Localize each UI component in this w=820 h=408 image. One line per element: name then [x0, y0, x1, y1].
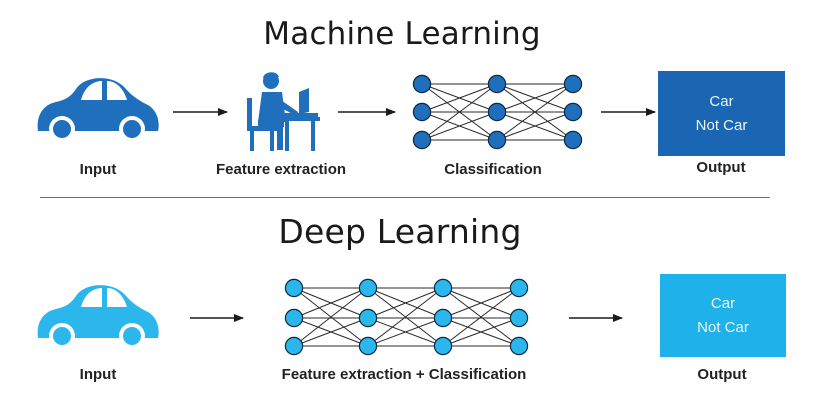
network-node: [358, 278, 378, 298]
network-node: [284, 278, 304, 298]
dl-output-rect: [660, 274, 786, 357]
network-node: [412, 102, 432, 122]
dl-output-label: Output: [697, 366, 747, 383]
network-node: [433, 336, 453, 356]
section-divider: [40, 197, 770, 198]
ml-person-at-desk-icon: [247, 72, 320, 151]
network-node: [284, 308, 304, 328]
network-node: [563, 130, 583, 150]
network-node: [487, 102, 507, 122]
dl-car-icon: [37, 285, 159, 349]
ml-output-car: Car: [709, 92, 734, 110]
ml-feature-label: Feature extraction: [215, 161, 347, 178]
dl-neural-network-icon: [284, 278, 529, 356]
ml-output-label: Output: [696, 159, 746, 176]
dl-title: Deep Learning: [278, 212, 522, 251]
network-node: [509, 308, 529, 328]
ml-output-box: Car Not Car: [658, 71, 785, 156]
network-node: [509, 336, 529, 356]
ml-input-label: Input: [79, 161, 117, 178]
dl-output-not-car: Not Car: [697, 318, 749, 336]
network-node: [487, 74, 507, 94]
network-node: [358, 336, 378, 356]
network-node: [509, 278, 529, 298]
network-node: [487, 130, 507, 150]
network-node: [412, 74, 432, 94]
network-node: [358, 308, 378, 328]
network-node: [284, 336, 304, 356]
ml-neural-network-icon: [412, 74, 583, 150]
ml-output-not-car: Not Car: [695, 116, 748, 134]
ml-car-icon: [37, 78, 159, 142]
network-node: [563, 74, 583, 94]
dl-output-box: Car Not Car: [660, 274, 786, 357]
dl-network-label: Feature extraction + Classification: [281, 366, 527, 383]
ml-classification-label: Classification: [444, 161, 542, 178]
ml-output-rect: [658, 71, 785, 156]
dl-output-car: Car: [710, 294, 736, 312]
network-node: [433, 308, 453, 328]
network-node: [563, 102, 583, 122]
dl-input-label: Input: [79, 366, 117, 383]
ml-title: Machine Learning: [263, 16, 541, 52]
network-node: [433, 278, 453, 298]
network-node: [412, 130, 432, 150]
